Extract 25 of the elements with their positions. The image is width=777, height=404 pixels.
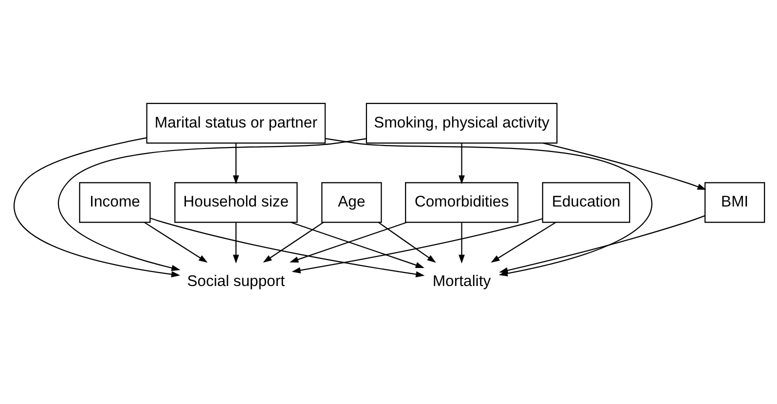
arrow	[289, 221, 406, 262]
arrow	[150, 217, 424, 277]
node-box: Smoking, physical activity	[365, 102, 557, 144]
arrow	[378, 222, 436, 262]
arrow	[232, 222, 239, 263]
node-box: Income	[78, 182, 150, 222]
node-text: Mortality	[432, 272, 490, 290]
arrow	[13, 136, 180, 277]
node-box: BMI	[704, 182, 765, 222]
arrow	[458, 142, 464, 184]
arrow	[542, 142, 706, 190]
node-box: Age	[320, 182, 382, 222]
arrow	[262, 222, 324, 262]
arrow	[144, 221, 208, 262]
arrow	[57, 138, 366, 270]
arrow	[290, 221, 424, 268]
arrow	[458, 222, 464, 263]
node-box: Education	[542, 182, 630, 222]
arrow	[232, 142, 239, 184]
arrow	[490, 221, 556, 262]
arrow	[324, 138, 652, 276]
node-box: Household size	[174, 182, 298, 222]
node-box: Comorbidities	[404, 182, 518, 222]
node-text: Social support	[186, 272, 284, 290]
node-box: Marital status or partner	[146, 102, 326, 144]
